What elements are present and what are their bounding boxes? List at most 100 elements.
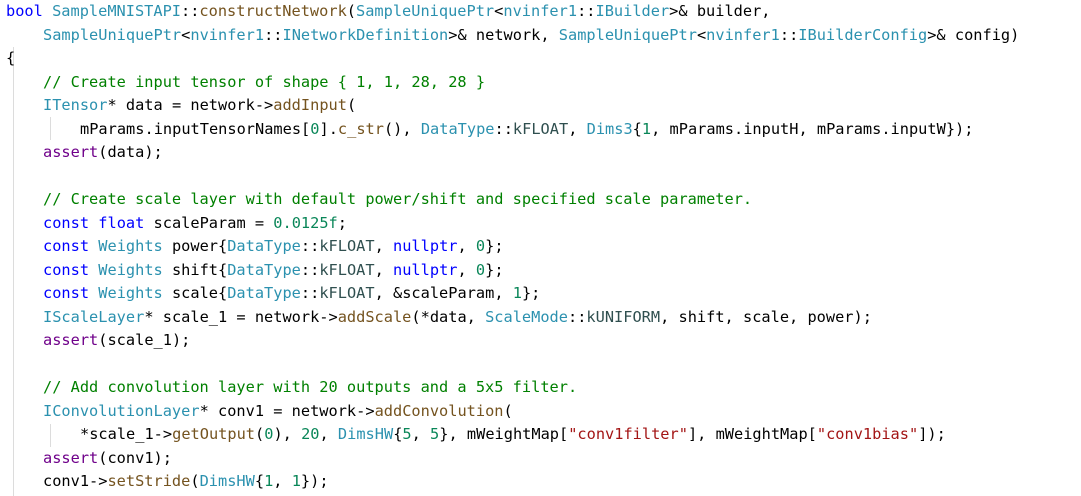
code-token: 0 <box>475 260 486 279</box>
code-token: }); <box>300 472 329 490</box>
code-token: c_str <box>337 119 384 138</box>
code-token: , shift, scale, power); <box>660 307 872 326</box>
code-token: , <box>273 472 292 490</box>
code-token: addScale <box>337 307 412 326</box>
code-token: < <box>494 2 504 20</box>
code-token <box>89 237 98 255</box>
code-token <box>89 284 98 302</box>
code-token: ), <box>273 425 302 443</box>
code-token: DimsHW <box>337 425 394 443</box>
code-token: conv1-> <box>43 472 108 490</box>
code-token: network <box>254 307 320 326</box>
code-token: IBuilderConfig <box>798 25 928 44</box>
code-token: , <box>568 119 587 138</box>
code-token: const <box>43 260 90 279</box>
code-token: < <box>181 25 191 44</box>
code-line: const Weights shift{DataType::kFLOAT, nu… <box>43 259 504 283</box>
code-token: SampleMNISTAPI <box>52 2 181 20</box>
code-token: , <box>457 260 476 279</box>
code-token: assert <box>43 143 99 161</box>
code-line: const float scaleParam = 0.0125f; <box>43 212 347 236</box>
code-token: (scale_1); <box>98 331 191 349</box>
code-token: SampleUniquePtr <box>558 25 697 44</box>
code-token: (), <box>383 119 421 138</box>
code-token: kFLOAT <box>319 260 375 279</box>
code-line: mParams.inputTensorNames[0].c_str(), Dat… <box>80 118 973 142</box>
code-token: DataType <box>227 260 301 279</box>
code-token: ]. <box>319 119 338 138</box>
code-token: ], mWeightMap[ <box>687 425 817 443</box>
code-token: 0 <box>475 237 486 255</box>
code-token: 0.0125f <box>273 213 338 232</box>
code-token: network <box>475 25 541 44</box>
code-line: SampleUniquePtr<nvinfer1::INetworkDefini… <box>43 24 1019 48</box>
code-token: const <box>43 237 90 255</box>
code-token: >& <box>669 2 697 20</box>
code-token: const <box>43 213 90 232</box>
code-token: assert <box>43 448 99 467</box>
code-token: * scale_1 = <box>144 307 255 326</box>
code-token: 0 <box>310 119 320 138</box>
code-token: shift{ <box>162 260 228 279</box>
code-token: DataType <box>227 237 301 255</box>
code-token: addConvolution <box>374 401 504 420</box>
code-token: >& <box>927 25 955 44</box>
code-token: }; <box>485 237 504 255</box>
code-token: 0 <box>264 425 274 443</box>
code-token: }; <box>521 284 541 302</box>
code-token: constructNetwork <box>199 2 347 20</box>
code-token: { <box>632 119 642 138</box>
code-token: setStride <box>107 472 191 490</box>
code-token: power{ <box>162 237 228 255</box>
code-token: * conv1 = <box>199 401 292 420</box>
code-token: *scale_1-> <box>80 425 173 443</box>
code-token: inputTensorNames <box>153 119 302 138</box>
code-token: IScaleLayer <box>43 307 145 326</box>
code-token: float <box>98 213 145 232</box>
code-token: 1 <box>264 472 274 490</box>
code-token: (*data, <box>411 307 486 326</box>
code-token: kFLOAT <box>319 237 375 255</box>
code-token: , <box>540 25 559 44</box>
code-token: ) <box>1010 25 1020 44</box>
code-token: , <box>761 2 771 20</box>
code-token: , <box>374 237 394 255</box>
code-token: 1 <box>291 472 301 490</box>
code-line: // Add convolution layer with 20 outputs… <box>43 376 577 400</box>
code-token: * <box>107 96 126 114</box>
code-token: kFLOAT <box>319 284 375 302</box>
code-token: network <box>291 401 357 420</box>
code-token: kFLOAT <box>512 119 569 138</box>
code-token: config <box>954 25 1011 44</box>
code-token: :: <box>181 2 200 20</box>
code-token: :: <box>264 25 283 44</box>
code-line: conv1->setStride(DimsHW{1, 1}); <box>43 470 329 494</box>
code-token: ( <box>190 472 200 490</box>
code-token: nvinfer1 <box>503 2 578 20</box>
code-line: *scale_1->getOutput(0), 20, DimsHW{5, 5}… <box>80 423 946 447</box>
code-token: DataType <box>420 119 495 138</box>
code-token: -> <box>319 307 338 326</box>
code-line: assert(scale_1); <box>43 329 190 353</box>
code-token: 5 <box>430 425 440 443</box>
indent-guide-inner-1 <box>50 117 51 140</box>
code-token: data <box>125 96 163 114</box>
code-token: }; <box>485 260 504 279</box>
code-token: Weights <box>98 237 163 255</box>
code-token: // Add convolution layer with 20 outputs… <box>43 378 578 396</box>
code-token: IBuilder <box>595 2 670 20</box>
code-line: IScaleLayer* scale_1 = network->addScale… <box>43 306 872 330</box>
code-token: , mParams.inputH, mParams.inputW}); <box>651 119 974 138</box>
code-token: }, mWeightMap[ <box>439 425 569 443</box>
code-line: const Weights scale{DataType::kFLOAT, &s… <box>43 282 540 306</box>
code-token: -> <box>254 96 274 114</box>
code-token: 1 <box>641 119 652 138</box>
code-token: :: <box>577 2 596 20</box>
code-token: INetworkDefinition <box>282 25 449 44</box>
code-token: { <box>393 425 403 443</box>
code-token: , <box>374 260 394 279</box>
code-token: (data); <box>98 143 163 161</box>
code-token: :: <box>300 284 320 302</box>
code-token: ScaleMode <box>485 307 568 326</box>
